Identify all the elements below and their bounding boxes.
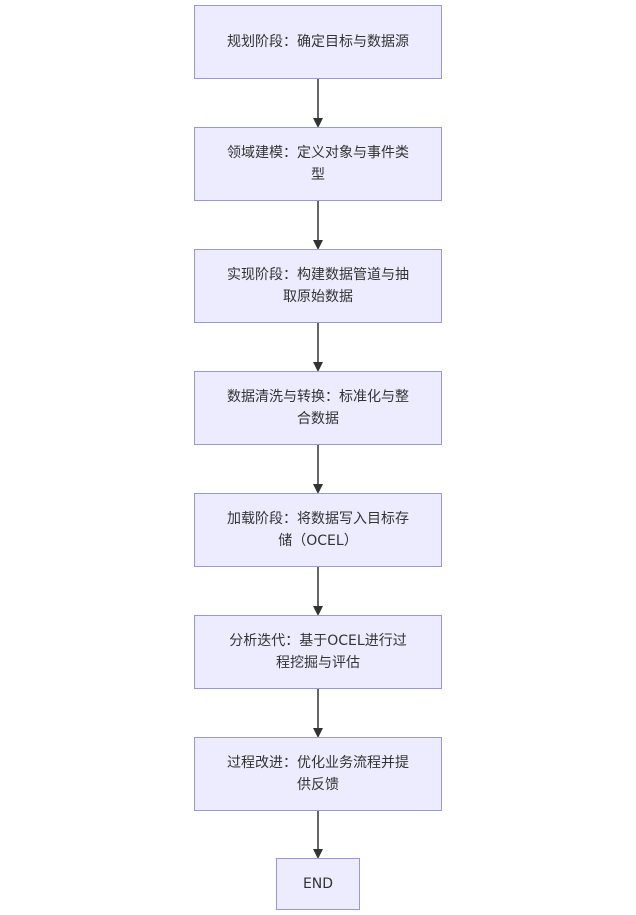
step-cleaning-transform: 数据清洗与转换：标准化与整合数据: [194, 371, 442, 445]
step-domain-modeling-label: 领域建模：定义对象与事件类型: [227, 145, 409, 183]
step-implementation: 实现阶段：构建数据管道与抽取原始数据: [194, 249, 442, 323]
step-loading: 加载阶段：将数据写入目标存储（OCEL）: [194, 493, 442, 567]
step-process-improvement: 过程改进：优化业务流程并提供反馈: [194, 737, 442, 811]
step-cleaning-transform-label: 数据清洗与转换：标准化与整合数据: [227, 389, 409, 427]
step-analysis-iteration-label: 分析迭代：基于OCEL进行过程挖掘与评估: [229, 633, 407, 671]
step-process-improvement-label: 过程改进：优化业务流程并提供反馈: [227, 755, 409, 793]
step-implementation-label: 实现阶段：构建数据管道与抽取原始数据: [227, 267, 409, 305]
step-planning: 规划阶段：确定目标与数据源: [194, 5, 442, 79]
step-analysis-iteration: 分析迭代：基于OCEL进行过程挖掘与评估: [194, 615, 442, 689]
step-domain-modeling: 领域建模：定义对象与事件类型: [194, 127, 442, 201]
end-node: END: [276, 858, 360, 910]
step-loading-label: 加载阶段：将数据写入目标存储（OCEL）: [227, 511, 409, 549]
step-planning-label: 规划阶段：确定目标与数据源: [227, 34, 409, 50]
end-node-label: END: [302, 876, 334, 892]
